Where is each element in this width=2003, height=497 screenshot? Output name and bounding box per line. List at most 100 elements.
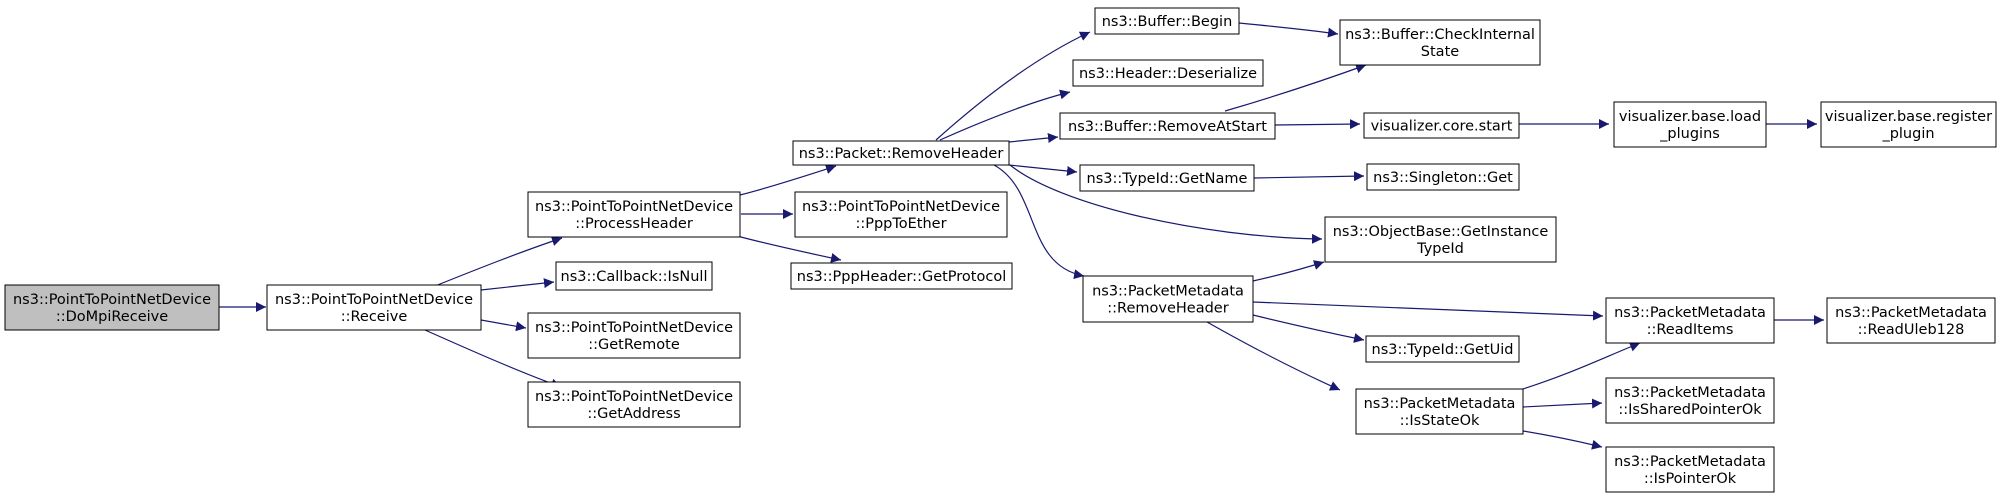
edge-pmremoveheader-objbase [1252,260,1325,282]
edge-processheader-getprotocol [736,235,842,263]
node-box [527,381,741,428]
node-label-line: ns3::TypeId::GetUid [1372,342,1514,358]
edge-pktremoveheader-bufbegin [935,31,1091,141]
node-label-line: ::IsPointerOk [1644,471,1737,487]
node-box [790,262,1013,290]
edge-pktremoveheader-pmremoveheader [993,164,1085,280]
node-box [1094,7,1240,35]
node-box [4,284,220,331]
node-label-line: ::RemoveHeader [1107,301,1228,317]
node-singleton-get[interactable]: ns3::Singleton::Get [1366,163,1520,191]
node-label-line: visualizer.base.load [1619,109,1761,125]
node-box [1820,101,1997,148]
node-box [1826,297,1996,344]
edge-receive-getremote [480,319,527,332]
node-label-line: ::ReadItems [1647,322,1734,338]
node-box [794,191,1008,238]
node-label-line: ::IsStateOk [1400,413,1480,429]
node-label-line: ns3::PacketMetadata [1614,305,1766,321]
node-label-line: ns3::PacketMetadata [1364,396,1516,412]
node-packetmetadata-issharedpointerok[interactable]: ns3::PacketMetadata::IsSharedPointerOk [1605,377,1775,424]
node-pppheader-getprotocol[interactable]: ns3::PppHeader::GetProtocol [790,262,1013,290]
node-packetmetadata-removeheader[interactable]: ns3::PacketMetadata::RemoveHeader [1082,275,1254,323]
edge-processheader-pktremoveheader [739,164,837,196]
node-receive[interactable]: ns3::PointToPointNetDevice::Receive [266,284,482,331]
node-box [1072,59,1264,87]
edge-bufremoveatstart-bufcheckinternal [1224,63,1367,112]
edge-pmremoveheader-pmisstateok [1206,321,1341,391]
edge-pmisstateok-pmissharedptr [1522,398,1603,409]
node-packet-removeheader[interactable]: ns3::Packet::RemoveHeader [792,140,1010,166]
edge-typeidgetname-singletonget [1253,171,1365,182]
node-buffer-removeatstart[interactable]: ns3::Buffer::RemoveAtStart [1059,112,1276,140]
node-getaddress[interactable]: ns3::PointToPointNetDevice::GetAddress [527,381,741,428]
node-label-line: ns3::Callback::IsNull [561,269,708,285]
node-typeid-getuid[interactable]: ns3::TypeId::GetUid [1365,335,1520,363]
node-buffer-begin[interactable]: ns3::Buffer::Begin [1094,7,1240,35]
edge-receive-getaddress [424,329,562,389]
edge-bufbegin-bufcheckinternal [1238,22,1339,38]
node-box [1082,275,1254,323]
node-packetmetadata-readitems[interactable]: ns3::PacketMetadata::ReadItems [1605,297,1775,344]
node-packetmetadata-readuleb128[interactable]: ns3::PacketMetadata::ReadUleb128 [1826,297,1996,344]
node-label-line: ::ReadUleb128 [1858,322,1965,338]
node-label-line: ns3::PointToPointNetDevice [802,199,1000,215]
node-visualizer-core-start[interactable]: visualizer.core.start [1363,112,1520,139]
node-label-line: ::DoMpiReceive [56,309,168,325]
node-label-line: ns3::PointToPointNetDevice [535,320,733,336]
node-label-line: ns3::Packet::RemoveHeader [799,146,1004,162]
node-packetmetadata-isstateok[interactable]: ns3::PacketMetadata::IsStateOk [1355,388,1524,435]
edge-pmisstateok-pmisptr [1522,430,1603,450]
node-header-deserialize[interactable]: ns3::Header::Deserialize [1072,59,1264,87]
node-label-line: ns3::ObjectBase::GetInstance [1333,224,1549,240]
node-box [527,191,741,238]
node-callback-isnull[interactable]: ns3::Callback::IsNull [555,261,713,291]
edge-pmremoveheader-typeidgetuid [1252,314,1365,343]
node-dompi-receive[interactable]: ns3::PointToPointNetDevice::DoMpiReceive [4,284,220,331]
node-label-line: ns3::Buffer::RemoveAtStart [1068,119,1267,135]
node-label-line: ns3::PacketMetadata [1614,454,1766,470]
node-label-line: ns3::Buffer::Begin [1102,14,1233,30]
node-label-line: visualizer.core.start [1371,119,1513,135]
node-box [1059,112,1276,140]
node-box [1605,377,1775,424]
node-label-line: visualizer.base.register [1825,109,1992,125]
node-ppptoether[interactable]: ns3::PointToPointNetDevice::PppToEther [794,191,1008,238]
node-visualizer-register-plugin[interactable]: visualizer.base.register_plugin [1820,101,1997,148]
node-box [266,284,482,331]
node-packetmetadata-ispointerok[interactable]: ns3::PacketMetadata::IsPointerOk [1605,446,1775,493]
node-label-line: ::GetRemote [588,337,680,353]
node-box [1363,112,1520,139]
node-label-line: ns3::TypeId::GetName [1087,171,1248,187]
node-box [1365,335,1520,363]
node-box [527,312,741,359]
node-box [1324,216,1557,263]
node-box [792,140,1010,166]
node-label-line: ns3::PointToPointNetDevice [535,199,733,215]
node-label-line: ns3::Buffer::CheckInternal [1345,27,1535,43]
node-label-line: ns3::PppHeader::GetProtocol [797,269,1006,285]
edge-layer [219,22,1824,450]
edge-pktremoveheader-typeidgetname [1008,164,1078,176]
edge-receive-processheader [434,236,563,287]
node-label-line: ns3::PacketMetadata [1092,284,1244,300]
edge-receive-isnull [480,278,555,291]
node-label-line: _plugins [1659,126,1720,142]
node-label-line: ns3::PacketMetadata [1614,385,1766,401]
node-label-line: ns3::PointToPointNetDevice [275,292,473,308]
node-label-line: ::Receive [341,309,408,325]
node-label-line: _plugin [1881,126,1934,142]
node-getremote[interactable]: ns3::PointToPointNetDevice::GetRemote [527,312,741,359]
node-label-line: ::PppToEther [855,216,946,232]
node-label-line: ns3::Singleton::Get [1373,170,1513,186]
node-processheader[interactable]: ns3::PointToPointNetDevice::ProcessHeade… [527,191,741,238]
node-box [1339,19,1541,66]
node-visualizer-load-plugins[interactable]: visualizer.base.load_plugins [1613,101,1767,148]
node-box [1355,388,1524,435]
edge-pktremoveheader-objbase [1009,164,1323,244]
node-label-line: State [1421,44,1459,60]
node-typeid-getname[interactable]: ns3::TypeId::GetName [1079,164,1255,192]
